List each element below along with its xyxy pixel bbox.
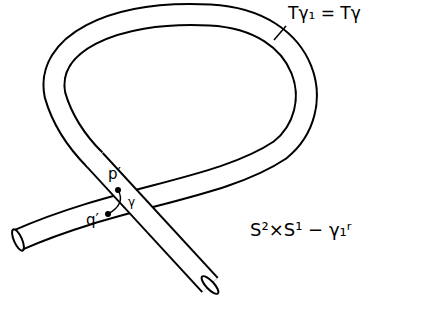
tube-end [10, 228, 27, 252]
space-label: S²×S¹ − γ₁ʳ [250, 220, 351, 240]
tube-outline [18, 15, 306, 240]
arc-gamma [108, 190, 120, 214]
point-dot [115, 187, 121, 193]
tube-end [199, 274, 221, 296]
torus-label: Tγ₁ = Tγ [288, 4, 361, 23]
point-label: p′ [108, 166, 121, 183]
tube-inside [93, 158, 210, 285]
arc-label: γ [128, 196, 135, 209]
point-label: q′ [86, 212, 99, 229]
tube-inside [18, 15, 306, 240]
leader-line [274, 26, 286, 40]
point-dot [105, 211, 111, 217]
